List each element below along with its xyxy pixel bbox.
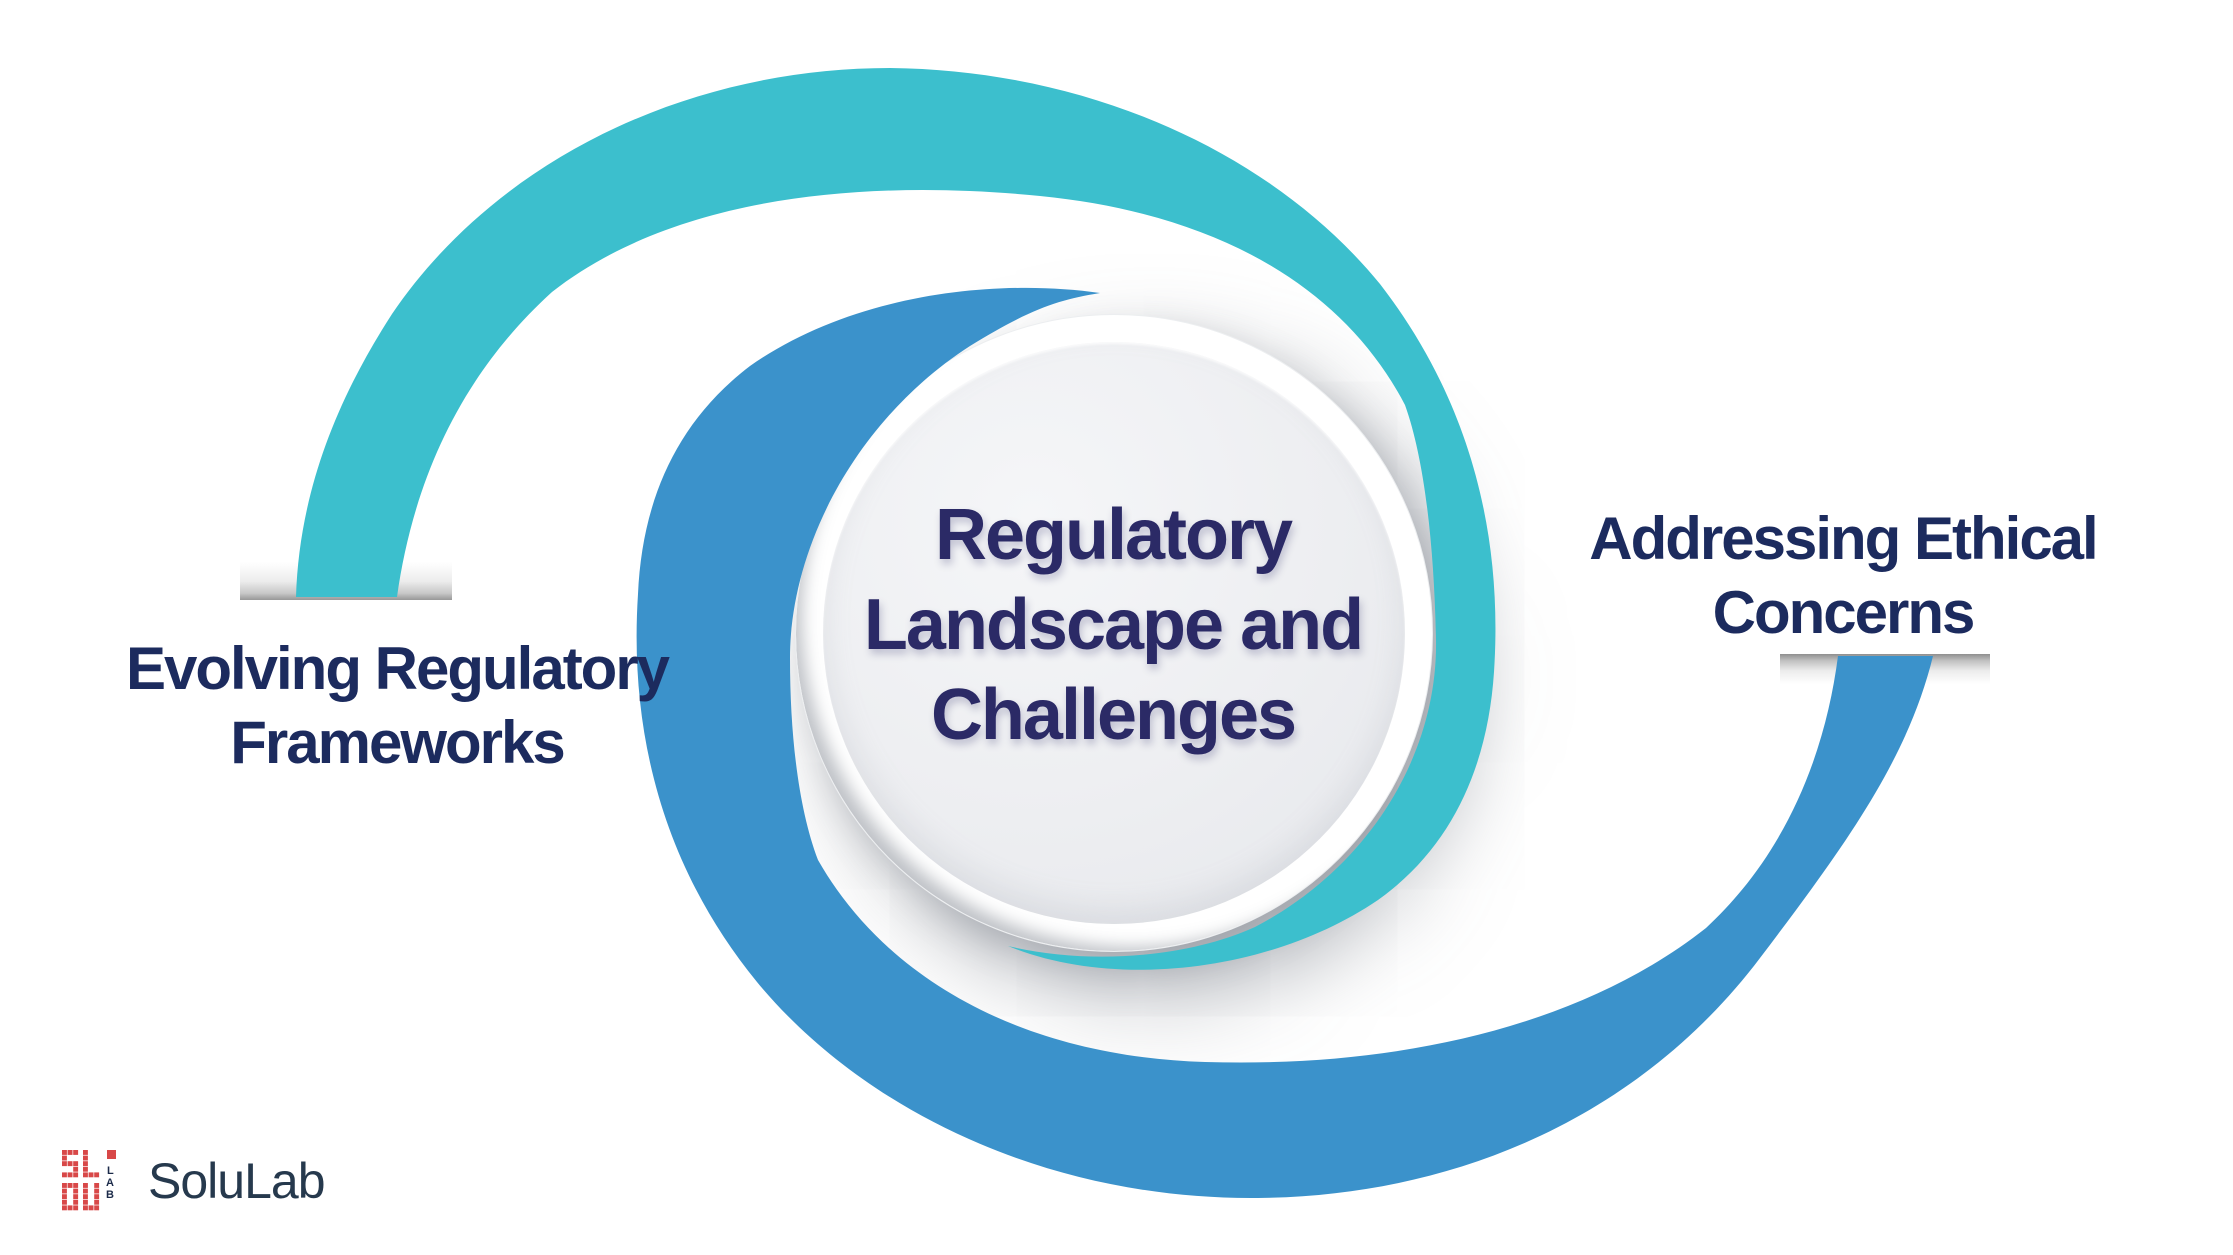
logo-sub-letter-l: L <box>107 1165 114 1177</box>
solulab-logo-icon: L A B <box>62 1150 116 1211</box>
left-label-line-1: Evolving Regulatory <box>125 635 670 702</box>
brand-name: SoluLab <box>148 1153 325 1209</box>
label-evolving-regulatory-frameworks: Evolving Regulatory Frameworks <box>97 632 697 780</box>
center-title-line-2: Landscape and <box>863 585 1364 665</box>
blue-ribbon-arc <box>636 287 1933 1199</box>
right-label-line-1: Addressing Ethical <box>1589 505 2098 572</box>
left-label-line-2: Frameworks <box>230 709 566 776</box>
label-addressing-ethical-concerns: Addressing Ethical Concerns <box>1543 502 2143 650</box>
center-circle <box>795 314 1433 952</box>
center-circle-face <box>823 342 1405 924</box>
center-title-line-1: Regulatory <box>934 495 1293 575</box>
right-label-line-2: Concerns <box>1712 579 1976 646</box>
brand-footer: L A B SoluLab <box>62 1150 325 1212</box>
center-title-line-3: Challenges <box>930 675 1297 755</box>
teal-ribbon-arc <box>296 68 1496 970</box>
logo-sub-letter-b: B <box>106 1189 114 1201</box>
center-title: Regulatory Landscape and Challenges <box>813 490 1413 760</box>
logo-sub-letter-a: A <box>106 1177 114 1189</box>
